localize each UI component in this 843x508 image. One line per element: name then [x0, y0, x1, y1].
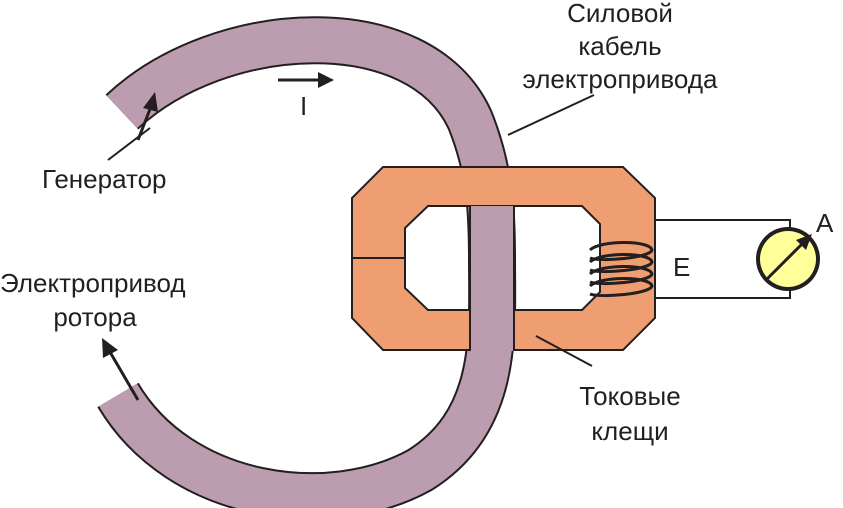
measurement-circuit-wires — [655, 219, 791, 299]
generator-pointer-line — [107, 127, 151, 161]
power-cable-through-clamp — [470, 206, 514, 310]
rotor-label-line1: Электропривод — [0, 268, 186, 298]
emf-label: E — [673, 252, 690, 282]
clamp-label-line1: Токовые — [579, 381, 680, 411]
clamp-label-line2: клещи — [591, 416, 668, 446]
current-label: I — [300, 91, 307, 121]
clamp-pointer-line — [535, 335, 593, 367]
arrow-right-icon — [278, 72, 334, 88]
rotor-flow-arrow — [102, 338, 140, 401]
measurement-coil — [588, 241, 654, 298]
generator-flow-arrow — [136, 92, 158, 141]
cable-pointer-line — [507, 94, 595, 136]
ammeter-icon — [756, 227, 820, 291]
ammeter-label: A — [816, 208, 834, 238]
rotor-label-line2: ротора — [53, 302, 137, 332]
generator-label: Генератор — [42, 164, 167, 194]
cable-label-line3: электропривода — [523, 64, 718, 94]
cable-label-line2: кабель — [578, 31, 661, 61]
cable-label-line1: Силовой — [567, 0, 673, 28]
